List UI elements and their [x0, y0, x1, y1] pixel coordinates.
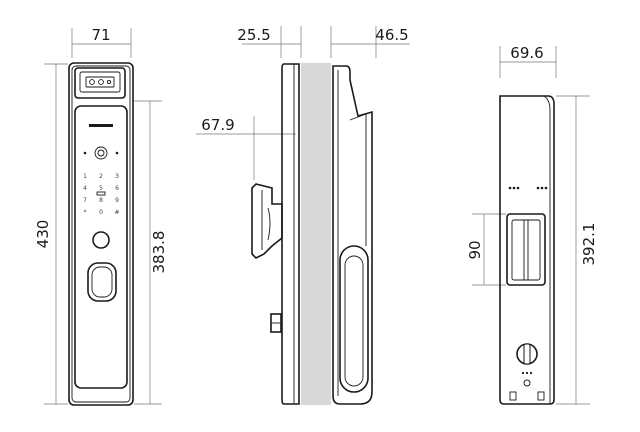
keypad-key: 5	[99, 185, 103, 192]
back-dot-icon	[540, 186, 544, 190]
keypad-key: 9	[115, 197, 119, 204]
camera-lens-right-icon	[106, 79, 112, 85]
keypad-dot-right-icon	[115, 151, 119, 155]
front-handle	[87, 262, 117, 302]
back-small-dot-icon	[529, 371, 533, 375]
back-dot-icon	[508, 186, 512, 190]
camera-module	[74, 67, 126, 99]
interior-handle-inner	[344, 255, 364, 387]
reset-button-icon	[523, 379, 531, 387]
screw-slot-left-icon	[509, 391, 517, 401]
back-dot-icon	[544, 186, 548, 190]
back-dot-icon	[516, 186, 520, 190]
screw-slot-right-icon	[537, 391, 545, 401]
panel-height-label: 383.8	[150, 231, 168, 274]
door-section	[301, 63, 331, 405]
keypad-key: *	[84, 209, 87, 216]
keypad-key: 2	[99, 173, 103, 180]
keypad-key: 3	[115, 173, 119, 180]
back-body-edge	[543, 95, 551, 404]
keypad-key: #	[114, 209, 119, 216]
exterior-body-profile	[281, 63, 300, 405]
side-left-depth-label: 25.5	[237, 26, 270, 44]
side-view: 25.5 46.5 67.9	[196, 26, 410, 405]
exterior-lever-neck	[267, 207, 271, 241]
keypad-card-slot-icon	[96, 191, 106, 196]
back-view: 69.6 392.1 90	[466, 44, 598, 405]
fingerprint-sensor-icon	[92, 231, 110, 249]
camera-lens-bar	[85, 76, 115, 88]
keypad-camera-inner-icon	[97, 149, 105, 157]
keypad-key: 4	[83, 185, 87, 192]
battery-compartment	[506, 213, 546, 286]
front-width-label: 71	[91, 26, 110, 44]
interior-body-inner-edge	[349, 113, 367, 246]
keypad-key: 7	[83, 197, 87, 204]
keypad-key: 6	[115, 185, 119, 192]
camera-lens-center-icon	[98, 79, 104, 85]
side-handle-label: 67.9	[201, 116, 234, 134]
thumb-turn-knob	[523, 343, 531, 365]
side-right-depth-label: 46.5	[375, 26, 408, 44]
front-view: 71 430 383.8 1 2 3 4 5 6 7	[34, 26, 168, 406]
front-height-label: 430	[34, 220, 52, 249]
keypad-dot-left-icon	[83, 151, 87, 155]
back-width-label: 69.6	[510, 44, 543, 62]
keypad-camera-icon	[94, 146, 108, 160]
back-dot-icon	[512, 186, 516, 190]
panel-indicator-bar	[89, 124, 113, 127]
keypad-key: 0	[99, 209, 103, 216]
back-small-dot-icon	[521, 371, 525, 375]
interior-body-profile	[332, 65, 373, 405]
keypad-key: 8	[99, 197, 103, 204]
camera-lens-left-icon	[89, 79, 95, 85]
camera-window	[79, 71, 121, 93]
mortise-height-label: 90	[466, 240, 484, 259]
battery-cover	[511, 219, 541, 281]
back-small-dot-icon	[525, 371, 529, 375]
exterior-lever	[251, 183, 283, 259]
back-height-label: 392.1	[580, 223, 598, 266]
interior-handle	[339, 245, 369, 393]
front-panel	[74, 105, 128, 389]
front-body-inner	[71, 65, 131, 403]
back-body-outline	[499, 95, 555, 405]
back-dot-icon	[536, 186, 540, 190]
front-handle-inner	[91, 266, 113, 298]
front-body-outline	[68, 62, 134, 406]
keypad-key: 1	[83, 173, 87, 180]
